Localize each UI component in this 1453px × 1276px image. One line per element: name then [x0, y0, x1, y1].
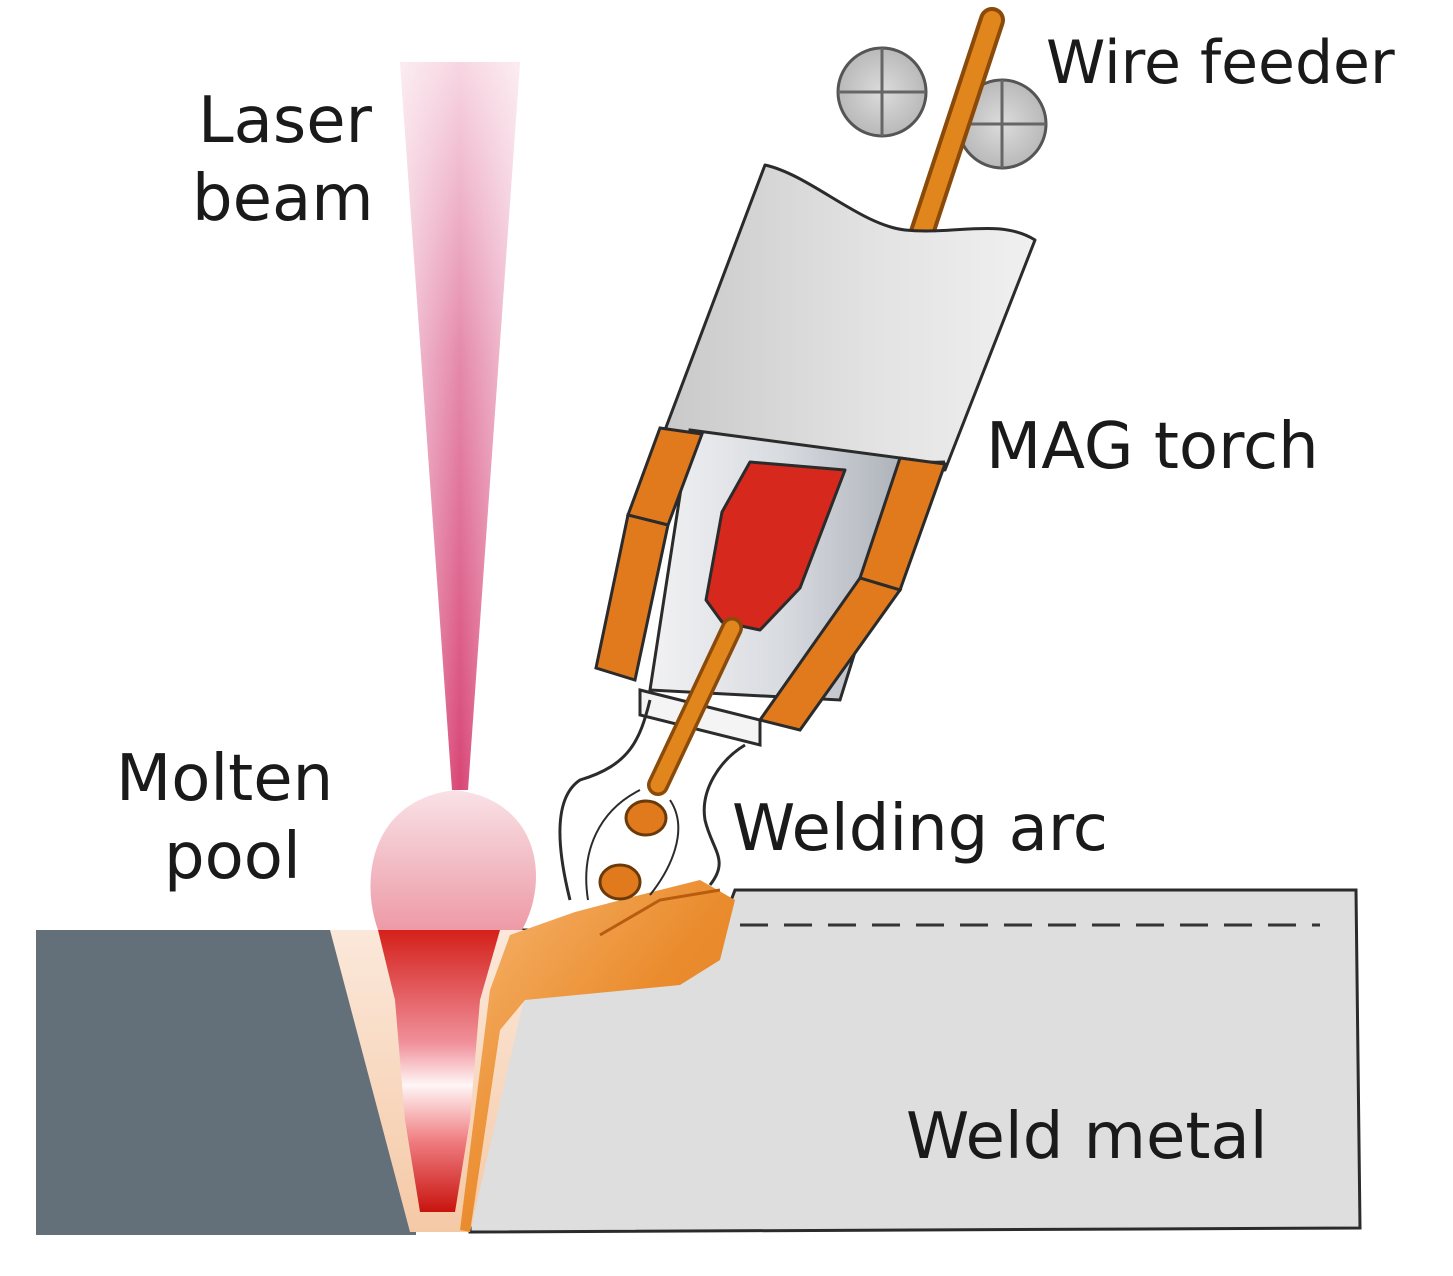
label-molten-pool: Molten pool — [116, 740, 333, 896]
label-laser-beam: Laser beam — [192, 82, 374, 238]
molten-pool-bulb — [370, 790, 536, 930]
wire-feeder-rollers — [836, 46, 1048, 170]
label-wire-feeder: Wire feeder — [1046, 28, 1395, 98]
label-molten-pool-line2: pool — [164, 820, 301, 894]
wire-electrode — [647, 617, 743, 796]
laser-beam — [400, 62, 520, 790]
label-molten-pool-line1: Molten — [116, 742, 334, 816]
keyhole — [378, 930, 500, 1212]
label-laser-beam-line1: Laser — [198, 84, 372, 158]
torch-nozzle-right-wall — [757, 456, 948, 732]
torch-nozzle-left-wall — [594, 426, 705, 682]
weld-bead — [460, 880, 735, 1232]
label-mag-torch: MAG torch — [986, 410, 1319, 484]
label-laser-beam-line2: beam — [192, 162, 374, 236]
label-weld-metal: Weld metal — [906, 1100, 1268, 1174]
welding-arc — [558, 699, 746, 901]
label-welding-arc: Welding arc — [732, 792, 1108, 866]
mag-torch-body — [663, 163, 1037, 472]
